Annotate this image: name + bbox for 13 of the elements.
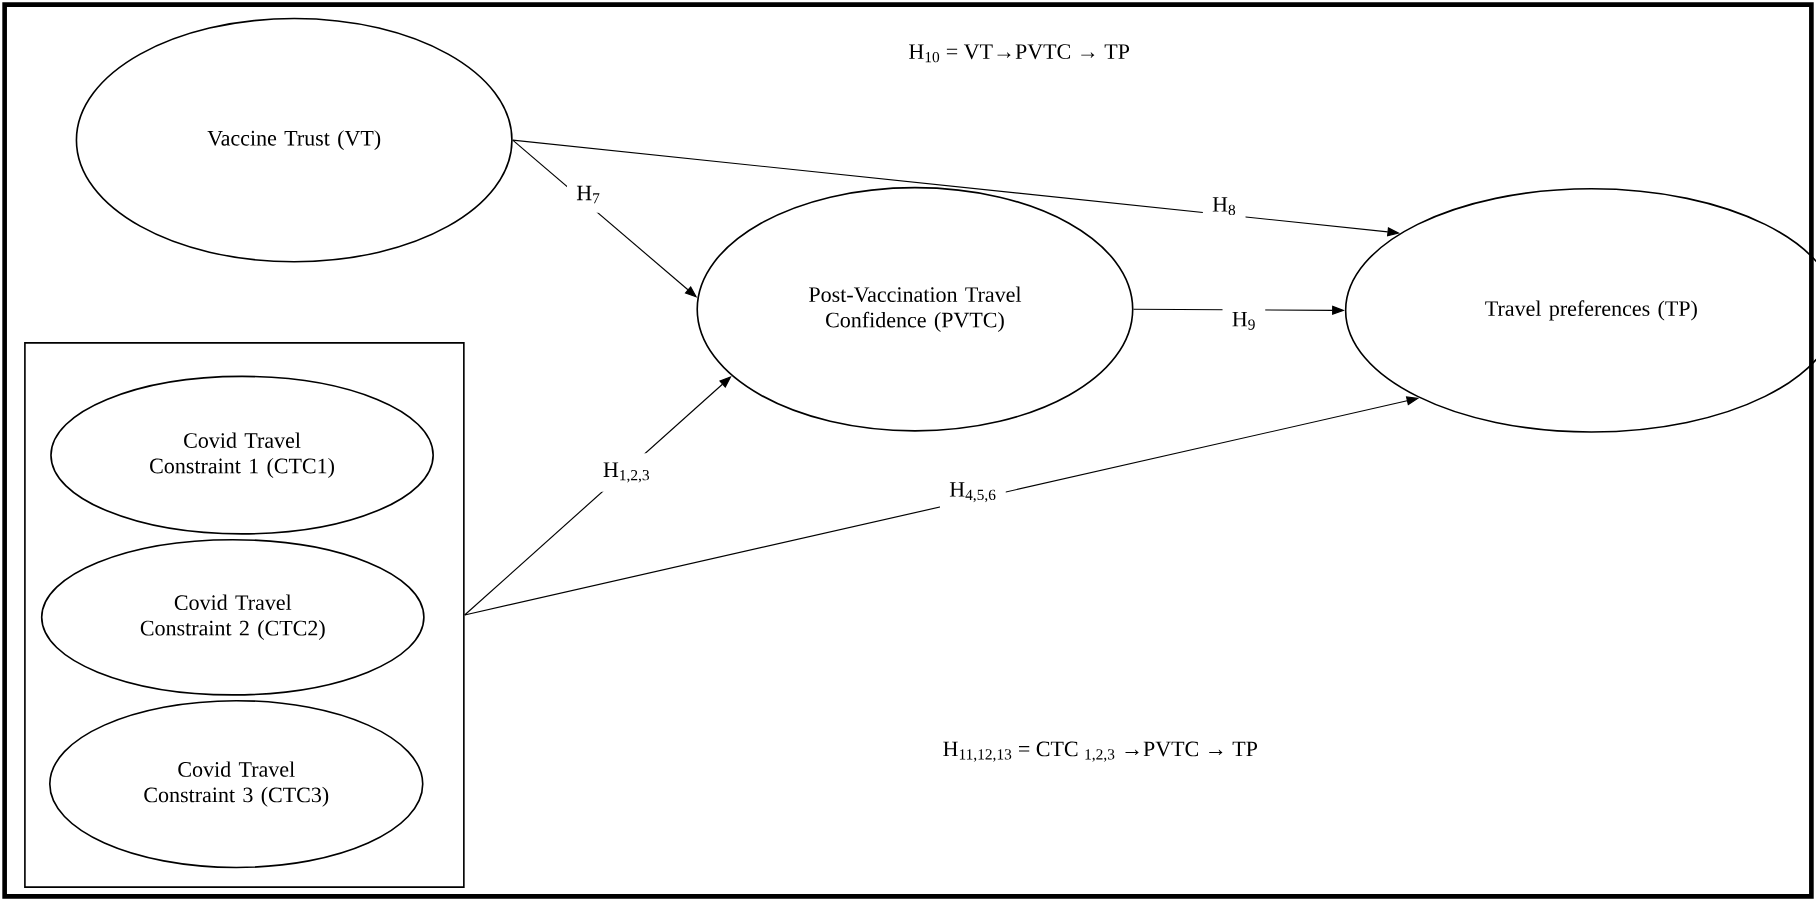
ellipse-node: Post-Vaccination Travel Confidence (PVTC)	[696, 186, 1134, 432]
ellipse-node: Covid Travel Constraint 2 (CTC2)	[40, 538, 425, 696]
edge-label: H$_{9}$	[1222, 302, 1266, 339]
ellipse-node: Covid Travel Constraint 1 (CTC1)	[50, 375, 434, 535]
ellipse-node: Covid Travel Constraint 3 (CTC3)	[49, 699, 424, 869]
edge-label: H$_{7}$	[567, 176, 610, 213]
edge-label: H$_{4,5,6}$	[939, 472, 1006, 512]
ellipse-node: Vaccine Trust (VT)	[75, 17, 513, 263]
hypothesis-note: H$_{11,12,13}$ = CTC $_{1,2,3}$ →PVTC → TP	[943, 741, 1258, 762]
group-box	[24, 342, 465, 888]
edge-label: H$_{8}$	[1202, 187, 1246, 225]
hypothesis-note: H$_{10}$ = VT→PVTC → TP	[909, 44, 1130, 63]
edge-label: H$_{1,2,3}$	[593, 453, 660, 492]
